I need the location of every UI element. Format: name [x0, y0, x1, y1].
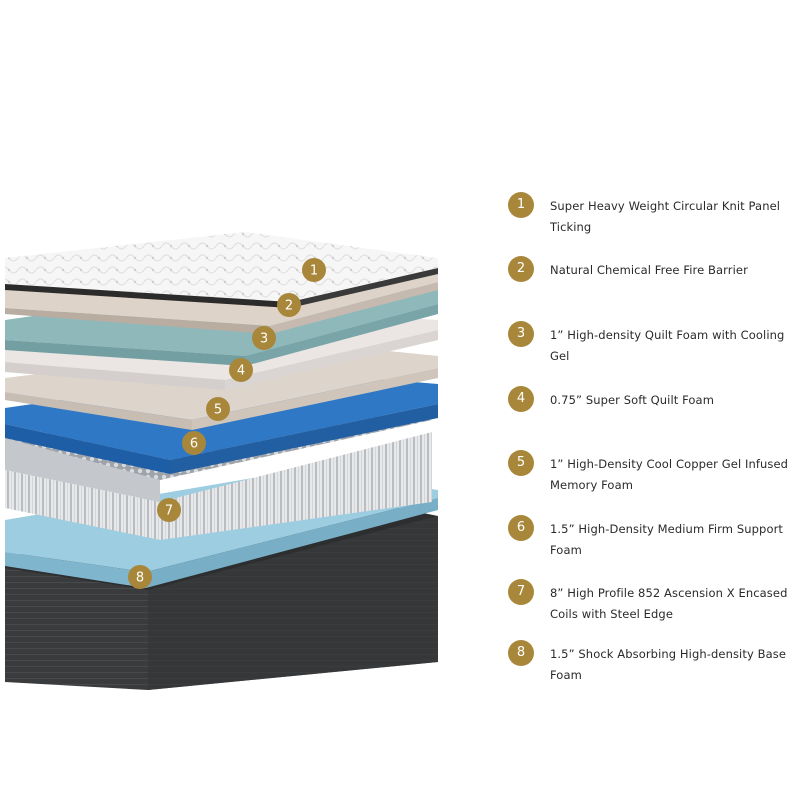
legend-badge-3: 3: [508, 321, 534, 347]
legend-label-4: 0.75” Super Soft Quilt Foam: [550, 393, 714, 407]
legend-label-6: 1.5” High-Density Medium Firm Support Fo…: [550, 522, 784, 557]
diagram-badge-number: 5: [214, 403, 222, 418]
legend-badge-6: 6: [508, 515, 534, 541]
diagram-badge-circle: [182, 431, 206, 455]
diagram-badge-number: 1: [310, 264, 318, 279]
legend-badge-7: 7: [508, 579, 534, 605]
diagram-badge-circle: [157, 498, 181, 522]
diagram-badge-circle: [277, 293, 301, 317]
diagram-badge-4: 4: [229, 358, 253, 382]
diagram-badge-number: 2: [285, 299, 293, 314]
quilted-cover-layer: [5, 232, 438, 308]
diagram-badge-2: 2: [277, 293, 301, 317]
diagram-badge-8: 8: [128, 565, 152, 589]
diagram-badge-number: 3: [260, 332, 268, 347]
layer-badges: 1 2 3 4 5 6 7 8: [128, 258, 326, 589]
diagram-badge-5: 5: [206, 397, 230, 421]
diagram-badge-3: 3: [252, 326, 276, 350]
diagram-badge-number: 8: [136, 571, 144, 586]
legend-item-7: 7 8” High Profile 852 Ascension X Encase…: [508, 579, 800, 625]
legend-label-8: 1.5” Shock Absorbing High-density Base F…: [550, 647, 787, 682]
diagram-badge-circle: [302, 258, 326, 282]
legend-item-4: 4 0.75” Super Soft Quilt Foam: [508, 386, 800, 412]
legend-label-3: 1” High-density Quilt Foam with Cooling …: [550, 328, 785, 363]
legend-badge-2: 2: [508, 256, 534, 282]
diagram-badge-number: 6: [190, 437, 198, 452]
diagram-badge-circle: [206, 397, 230, 421]
legend-badge-1: 1: [508, 192, 534, 218]
diagram-badge-circle: [252, 326, 276, 350]
diagram-badge-number: 4: [237, 364, 245, 379]
legend-label-5: 1” High-Density Cool Copper Gel Infused …: [550, 457, 789, 492]
legend-label-2: Natural Chemical Free Fire Barrier: [550, 263, 748, 277]
legend-badge-5: 5: [508, 450, 534, 476]
diagram-badge-number: 7: [165, 504, 173, 519]
diagram-badge-6: 6: [182, 431, 206, 455]
legend-badge-4: 4: [508, 386, 534, 412]
legend-item-1: 1 Super Heavy Weight Circular Knit Panel…: [508, 192, 800, 238]
legend-label-1: Super Heavy Weight Circular Knit Panel T…: [550, 199, 781, 234]
legend-badge-8: 8: [508, 640, 534, 666]
diagram-badge-circle: [229, 358, 253, 382]
legend-item-6: 6 1.5” High-Density Medium Firm Support …: [508, 515, 800, 561]
diagram-badge-1: 1: [302, 258, 326, 282]
legend-item-3: 3 1” High-density Quilt Foam with Coolin…: [508, 321, 800, 367]
legend-item-8: 8 1.5” Shock Absorbing High-density Base…: [508, 640, 800, 686]
diagram-badge-circle: [128, 565, 152, 589]
legend-item-5: 5 1” High-Density Cool Copper Gel Infuse…: [508, 450, 800, 496]
layer-legend: 1 Super Heavy Weight Circular Knit Panel…: [508, 0, 800, 800]
legend-label-7: 8” High Profile 852 Ascension X Encased …: [550, 586, 788, 621]
diagram-badge-7: 7: [157, 498, 181, 522]
legend-item-2: 2 Natural Chemical Free Fire Barrier: [508, 256, 800, 282]
